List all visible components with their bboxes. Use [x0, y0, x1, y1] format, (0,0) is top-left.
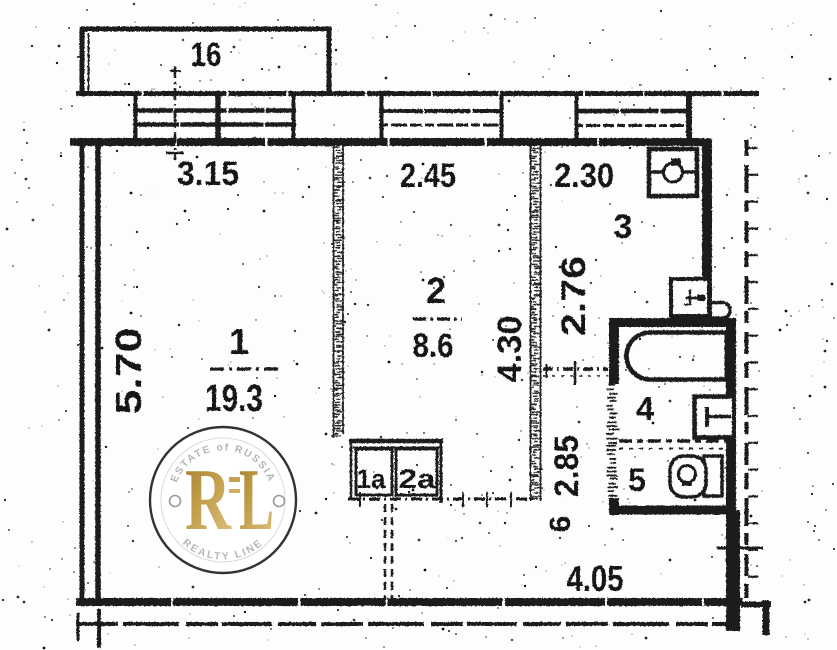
svg-text:4.30: 4.30 — [491, 316, 529, 383]
svg-text:1а: 1а — [357, 464, 387, 494]
svg-text:5: 5 — [628, 462, 646, 498]
svg-text:2.45: 2.45 — [400, 157, 456, 195]
svg-text:1: 1 — [229, 321, 249, 362]
svg-text:2.30: 2.30 — [554, 157, 614, 195]
svg-text:2: 2 — [426, 270, 446, 311]
svg-text:8.6: 8.6 — [413, 327, 454, 365]
svg-text:4.05: 4.05 — [567, 558, 624, 599]
svg-text:6: 6 — [544, 516, 577, 533]
svg-text:5.70: 5.70 — [108, 328, 149, 415]
svg-text:3.15: 3.15 — [177, 155, 239, 193]
svg-text:2.76: 2.76 — [555, 256, 593, 336]
svg-text:2а: 2а — [399, 464, 437, 494]
svg-text:16: 16 — [191, 36, 222, 74]
svg-text:L: L — [239, 452, 274, 549]
svg-text:19.3: 19.3 — [205, 378, 263, 420]
svg-text:3: 3 — [614, 208, 633, 246]
svg-text:R: R — [185, 452, 232, 549]
svg-text:4: 4 — [636, 390, 655, 427]
svg-text:2.85: 2.85 — [548, 435, 586, 497]
